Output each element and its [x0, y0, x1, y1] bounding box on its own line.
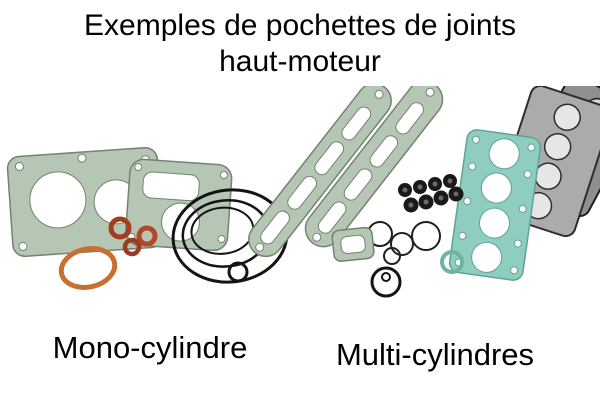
caption-mono-cylindre: Mono-cylindre — [52, 330, 248, 365]
small-rect-gasket — [331, 226, 375, 262]
o-rings-small — [367, 221, 464, 274]
o-ring-teal — [440, 250, 464, 274]
title-line-2: haut-moteur — [219, 45, 381, 78]
head-gasket-teal — [448, 129, 542, 281]
cylinder-head-gasket — [6, 146, 164, 258]
small-black-ring — [227, 261, 249, 283]
mono-cylinder-gasket-set — [6, 146, 289, 290]
bore-hole — [478, 207, 510, 239]
valve-cover-gasket-1 — [248, 86, 392, 258]
o-ring-red — [108, 216, 132, 240]
bore-hole — [471, 241, 503, 273]
o-ring-red — [122, 237, 142, 257]
bore-hole — [480, 172, 512, 204]
caption-multi-cylindres: Multi-cylindres — [335, 337, 535, 372]
valve-stem-seals — [398, 174, 464, 213]
seal-ring-with-dot — [370, 266, 402, 298]
title-line-1: Exemples de pochettes de joints — [84, 9, 516, 42]
o-ring-orange — [58, 246, 118, 290]
bore-hole — [29, 171, 87, 229]
page-title: Exemples de pochettes de joints haut-mot… — [0, 8, 600, 80]
valve-cover-gasket-2 — [304, 86, 444, 248]
gasket-kits-photo — [6, 86, 600, 298]
o-ring-red — [136, 225, 158, 247]
o-rings-red — [108, 216, 158, 257]
multi-cylinder-gasket-set — [248, 86, 600, 298]
bore-hole — [488, 138, 520, 170]
